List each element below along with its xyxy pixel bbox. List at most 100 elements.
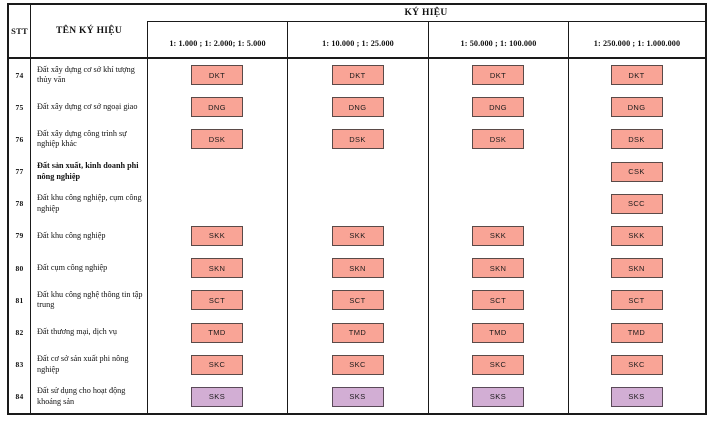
column-divider-3 xyxy=(287,59,288,413)
symbol-cell: SKN xyxy=(428,252,568,284)
symbol-badge: DKT xyxy=(610,65,663,86)
column-divider-4 xyxy=(428,59,429,413)
symbol-badge: DKT xyxy=(191,65,243,86)
symbol-badge: DSK xyxy=(472,129,524,150)
symbol-badge: SCT xyxy=(472,290,524,311)
header-scale-3-label: 1: 50.000 ; 1: 100.000 xyxy=(460,39,537,48)
header-name-label: TÊN KÝ HIỆU xyxy=(55,26,123,36)
symbol-badge: DNG xyxy=(472,97,524,118)
symbol-cell: TMD xyxy=(147,316,287,348)
row-index-cell: 79 xyxy=(15,231,24,241)
row-index-cell: 75 xyxy=(15,102,24,112)
symbol-badge: DNG xyxy=(331,97,384,118)
symbol-cell: DSK xyxy=(287,123,428,155)
symbol-badge: DSK xyxy=(331,129,384,150)
symbol-cell: SKS xyxy=(568,381,705,413)
symbol-cell xyxy=(287,156,428,188)
symbol-badge: DKT xyxy=(331,65,384,86)
symbol-badge: TMD xyxy=(191,322,243,343)
symbol-cell: SKK xyxy=(428,220,568,252)
row-name-cell: Đất khu công nghiệp xyxy=(37,230,106,240)
header-scale-1-label: 1: 1.000 ; 1: 2.000; 1: 5.000 xyxy=(169,39,266,48)
symbol-badge: SCC xyxy=(610,193,663,214)
table-row: 79 Đất khu công nghiệp SKK SKK SKK SKK xyxy=(9,220,705,252)
symbol-cell: SKC xyxy=(147,349,287,381)
symbol-badge: SKK xyxy=(331,225,384,246)
symbol-cell: SKK xyxy=(147,220,287,252)
row-name-cell: Đất khu công nghệ thông tin tập trung xyxy=(37,289,143,310)
symbol-cell: DKT xyxy=(428,59,568,91)
column-divider-1 xyxy=(30,59,31,413)
symbol-badge: SKN xyxy=(472,258,524,279)
symbol-cell: SCT xyxy=(147,284,287,316)
row-index-cell: 78 xyxy=(15,199,24,209)
symbol-badge: SKC xyxy=(331,354,384,375)
symbol-cell: DSK xyxy=(568,123,705,155)
symbol-cell: DNG xyxy=(568,91,705,123)
symbol-cell xyxy=(428,156,568,188)
header-cell-stt: STT xyxy=(9,5,30,57)
symbol-cell: SKC xyxy=(428,349,568,381)
symbol-badge: DNG xyxy=(610,97,663,118)
symbol-badge: SKS xyxy=(331,386,384,407)
symbol-cell: SKK xyxy=(568,220,705,252)
symbol-cell: SKN xyxy=(568,252,705,284)
row-name-cell: Đất xây dựng cơ sở khí tượng thủy văn xyxy=(37,64,135,85)
row-index-cell: 77 xyxy=(15,167,24,177)
symbol-cell: SKS xyxy=(147,381,287,413)
header-scale-4-label: 1: 250.000 ; 1: 1.000.000 xyxy=(593,39,681,48)
symbol-legend-table: STT TÊN KÝ HIỆU KÝ HIỆU 1: 1.000 ; 1: 2.… xyxy=(7,3,707,415)
symbol-badge: SKS xyxy=(472,386,524,407)
symbol-cell: TMD xyxy=(568,316,705,348)
header-group-ky-hieu: KÝ HIỆU xyxy=(147,5,705,22)
table-row: 78 Đất khu công nghiệp, cụm công nghiệp SC… xyxy=(9,188,705,220)
row-index-cell: 84 xyxy=(15,392,24,402)
symbol-cell xyxy=(147,156,287,188)
header-cell-scale-3: 1: 50.000 ; 1: 100.000 xyxy=(428,22,568,57)
symbol-cell xyxy=(287,188,428,220)
column-divider-2 xyxy=(147,59,148,413)
row-name-cell: Đất khu công nghiệp, cụm công nghiệp xyxy=(37,193,142,213)
symbol-badge: TMD xyxy=(331,322,384,343)
table-row: 74 Đất xây dựng cơ sở khí tượng thủy văn D… xyxy=(9,59,705,91)
symbol-badge: SKK xyxy=(191,225,243,246)
symbol-cell xyxy=(147,188,287,220)
symbol-cell: DNG xyxy=(428,91,568,123)
column-divider-5 xyxy=(568,59,569,413)
header-cell-scale-1: 1: 1.000 ; 1: 2.000; 1: 5.000 xyxy=(147,22,287,57)
symbol-badge: SCT xyxy=(610,290,663,311)
symbol-badge: DKT xyxy=(472,65,524,86)
symbol-badge: SKK xyxy=(610,225,663,246)
symbol-cell: DNG xyxy=(147,91,287,123)
symbol-badge: DSK xyxy=(191,129,243,150)
symbol-badge: TMD xyxy=(610,322,663,343)
symbol-badge: DNG xyxy=(191,97,243,118)
symbol-cell: DSK xyxy=(147,123,287,155)
symbol-cell: TMD xyxy=(428,316,568,348)
symbol-badge: SKS xyxy=(610,386,663,407)
header-group-label: KÝ HIỆU xyxy=(404,8,448,18)
symbol-cell: CSK xyxy=(568,156,705,188)
symbol-badge: SKN xyxy=(610,258,663,279)
row-index-cell: 74 xyxy=(15,70,24,80)
symbol-badge: SKN xyxy=(331,258,384,279)
symbol-badge: SKC xyxy=(191,354,243,375)
symbol-cell: SCT xyxy=(287,284,428,316)
symbol-cell: SCT xyxy=(428,284,568,316)
row-name-cell: Đất cơ sở sản xuất phi nông nghiệp xyxy=(37,354,129,374)
symbol-cell: DKT xyxy=(287,59,428,91)
symbol-cell: SCC xyxy=(568,188,705,220)
table-header: STT TÊN KÝ HIỆU KÝ HIỆU 1: 1.000 ; 1: 2.… xyxy=(9,5,705,59)
header-cell-name: TÊN KÝ HIỆU xyxy=(30,5,147,57)
symbol-badge: SKN xyxy=(191,258,243,279)
symbol-badge: TMD xyxy=(472,322,524,343)
row-name-cell: Đất xây dựng công trình sự nghiệp khác xyxy=(37,128,127,149)
